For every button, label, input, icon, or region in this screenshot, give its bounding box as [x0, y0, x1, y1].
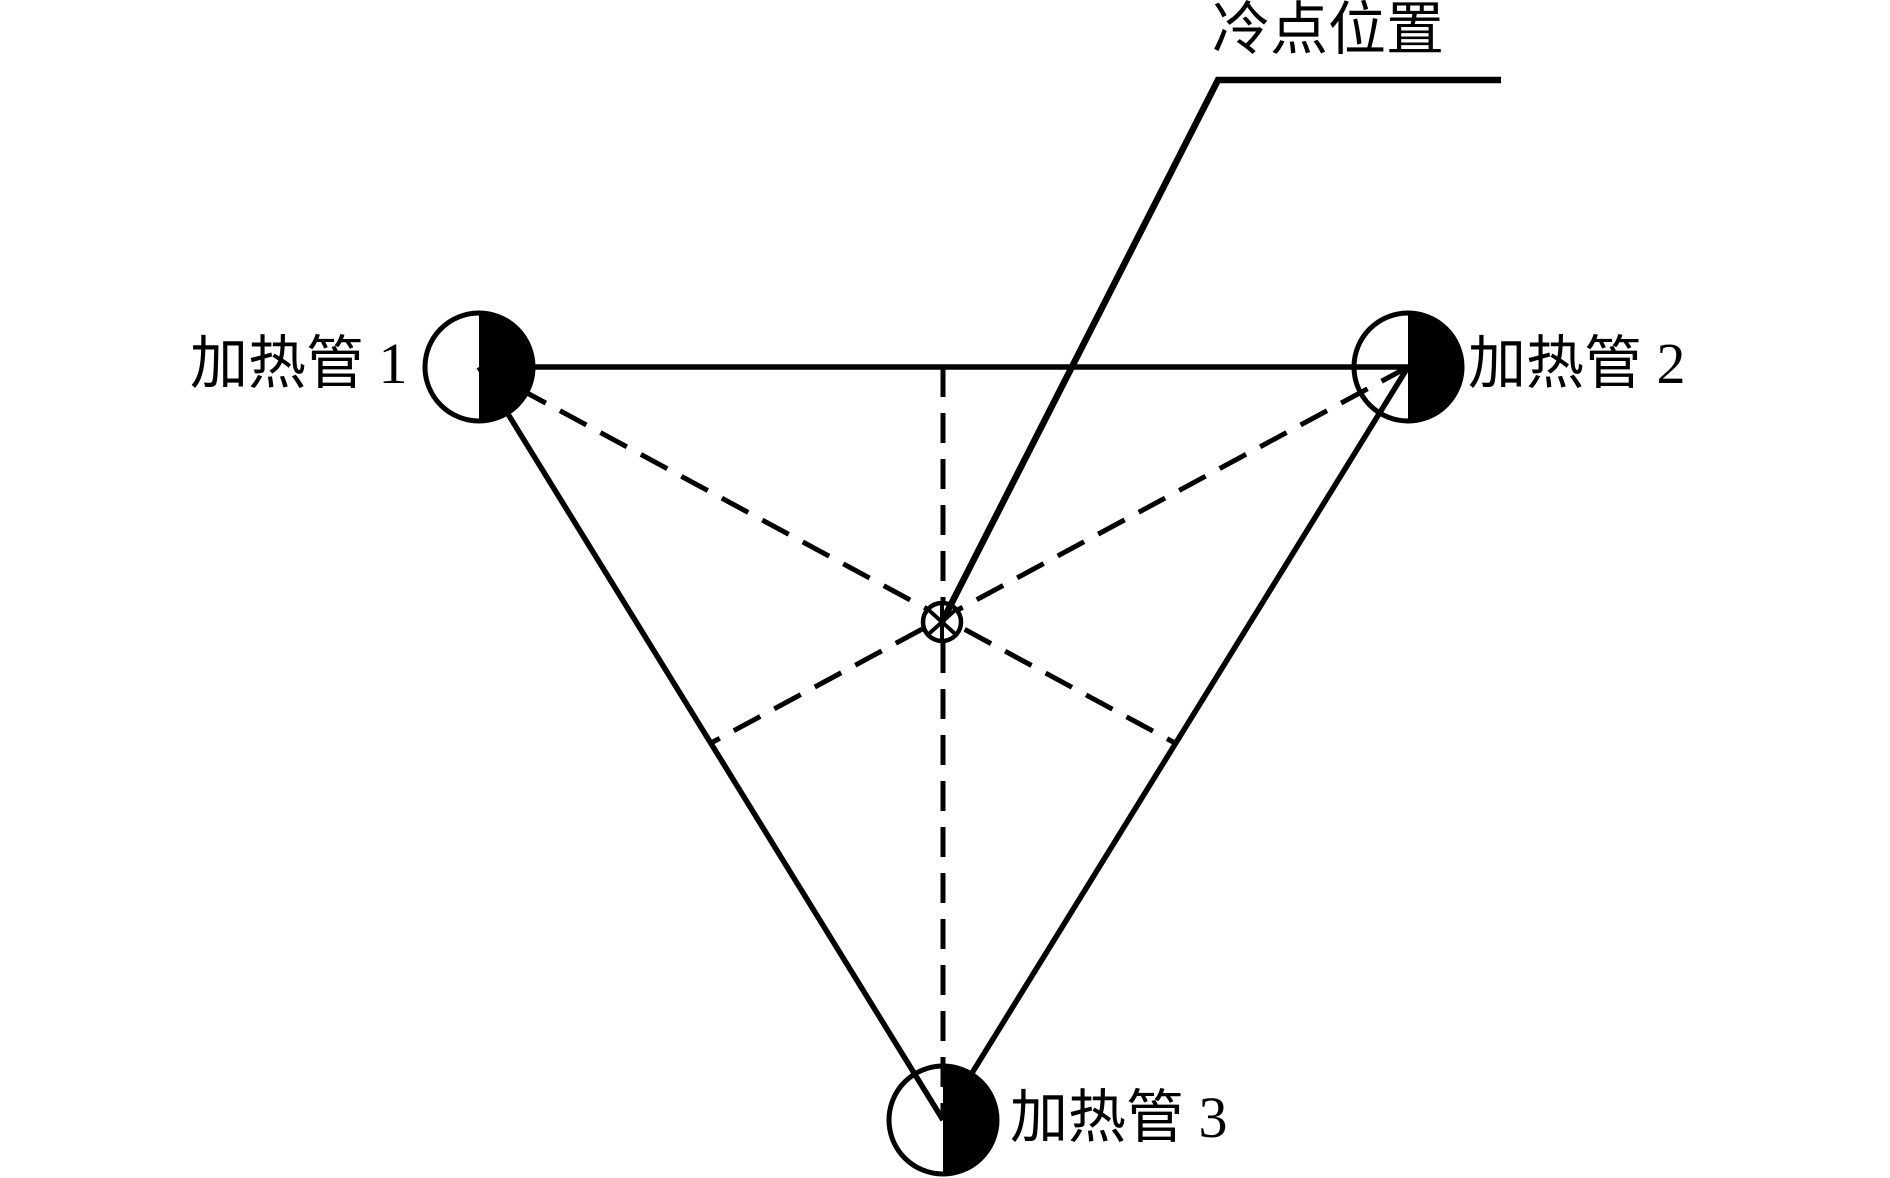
median-from-tube1	[477, 364, 1177, 746]
tube3-label: 加热管 3	[1010, 1085, 1228, 1150]
cold-point-label: 冷点位置	[1212, 0, 1445, 62]
tube3-circle	[886, 1063, 1000, 1177]
triangle-side-right	[940, 365, 1411, 1122]
tube1-circle	[422, 310, 536, 424]
tube1-symbol	[422, 310, 536, 424]
tube2-label: 加热管 2	[1468, 331, 1686, 396]
tube1-half-fill	[479, 313, 533, 421]
tube2-circle	[1351, 310, 1465, 424]
tube3-symbol	[886, 1063, 1000, 1177]
cold-point-leader-line	[939, 76, 1501, 624]
median-from-tube2	[709, 364, 1410, 746]
tube2-symbol	[1351, 310, 1465, 424]
tube3-half-fill	[943, 1066, 997, 1174]
triangle-side-left	[476, 365, 946, 1122]
tube2-half-fill	[1408, 313, 1462, 421]
tube1-label: 加热管 1	[190, 331, 408, 396]
